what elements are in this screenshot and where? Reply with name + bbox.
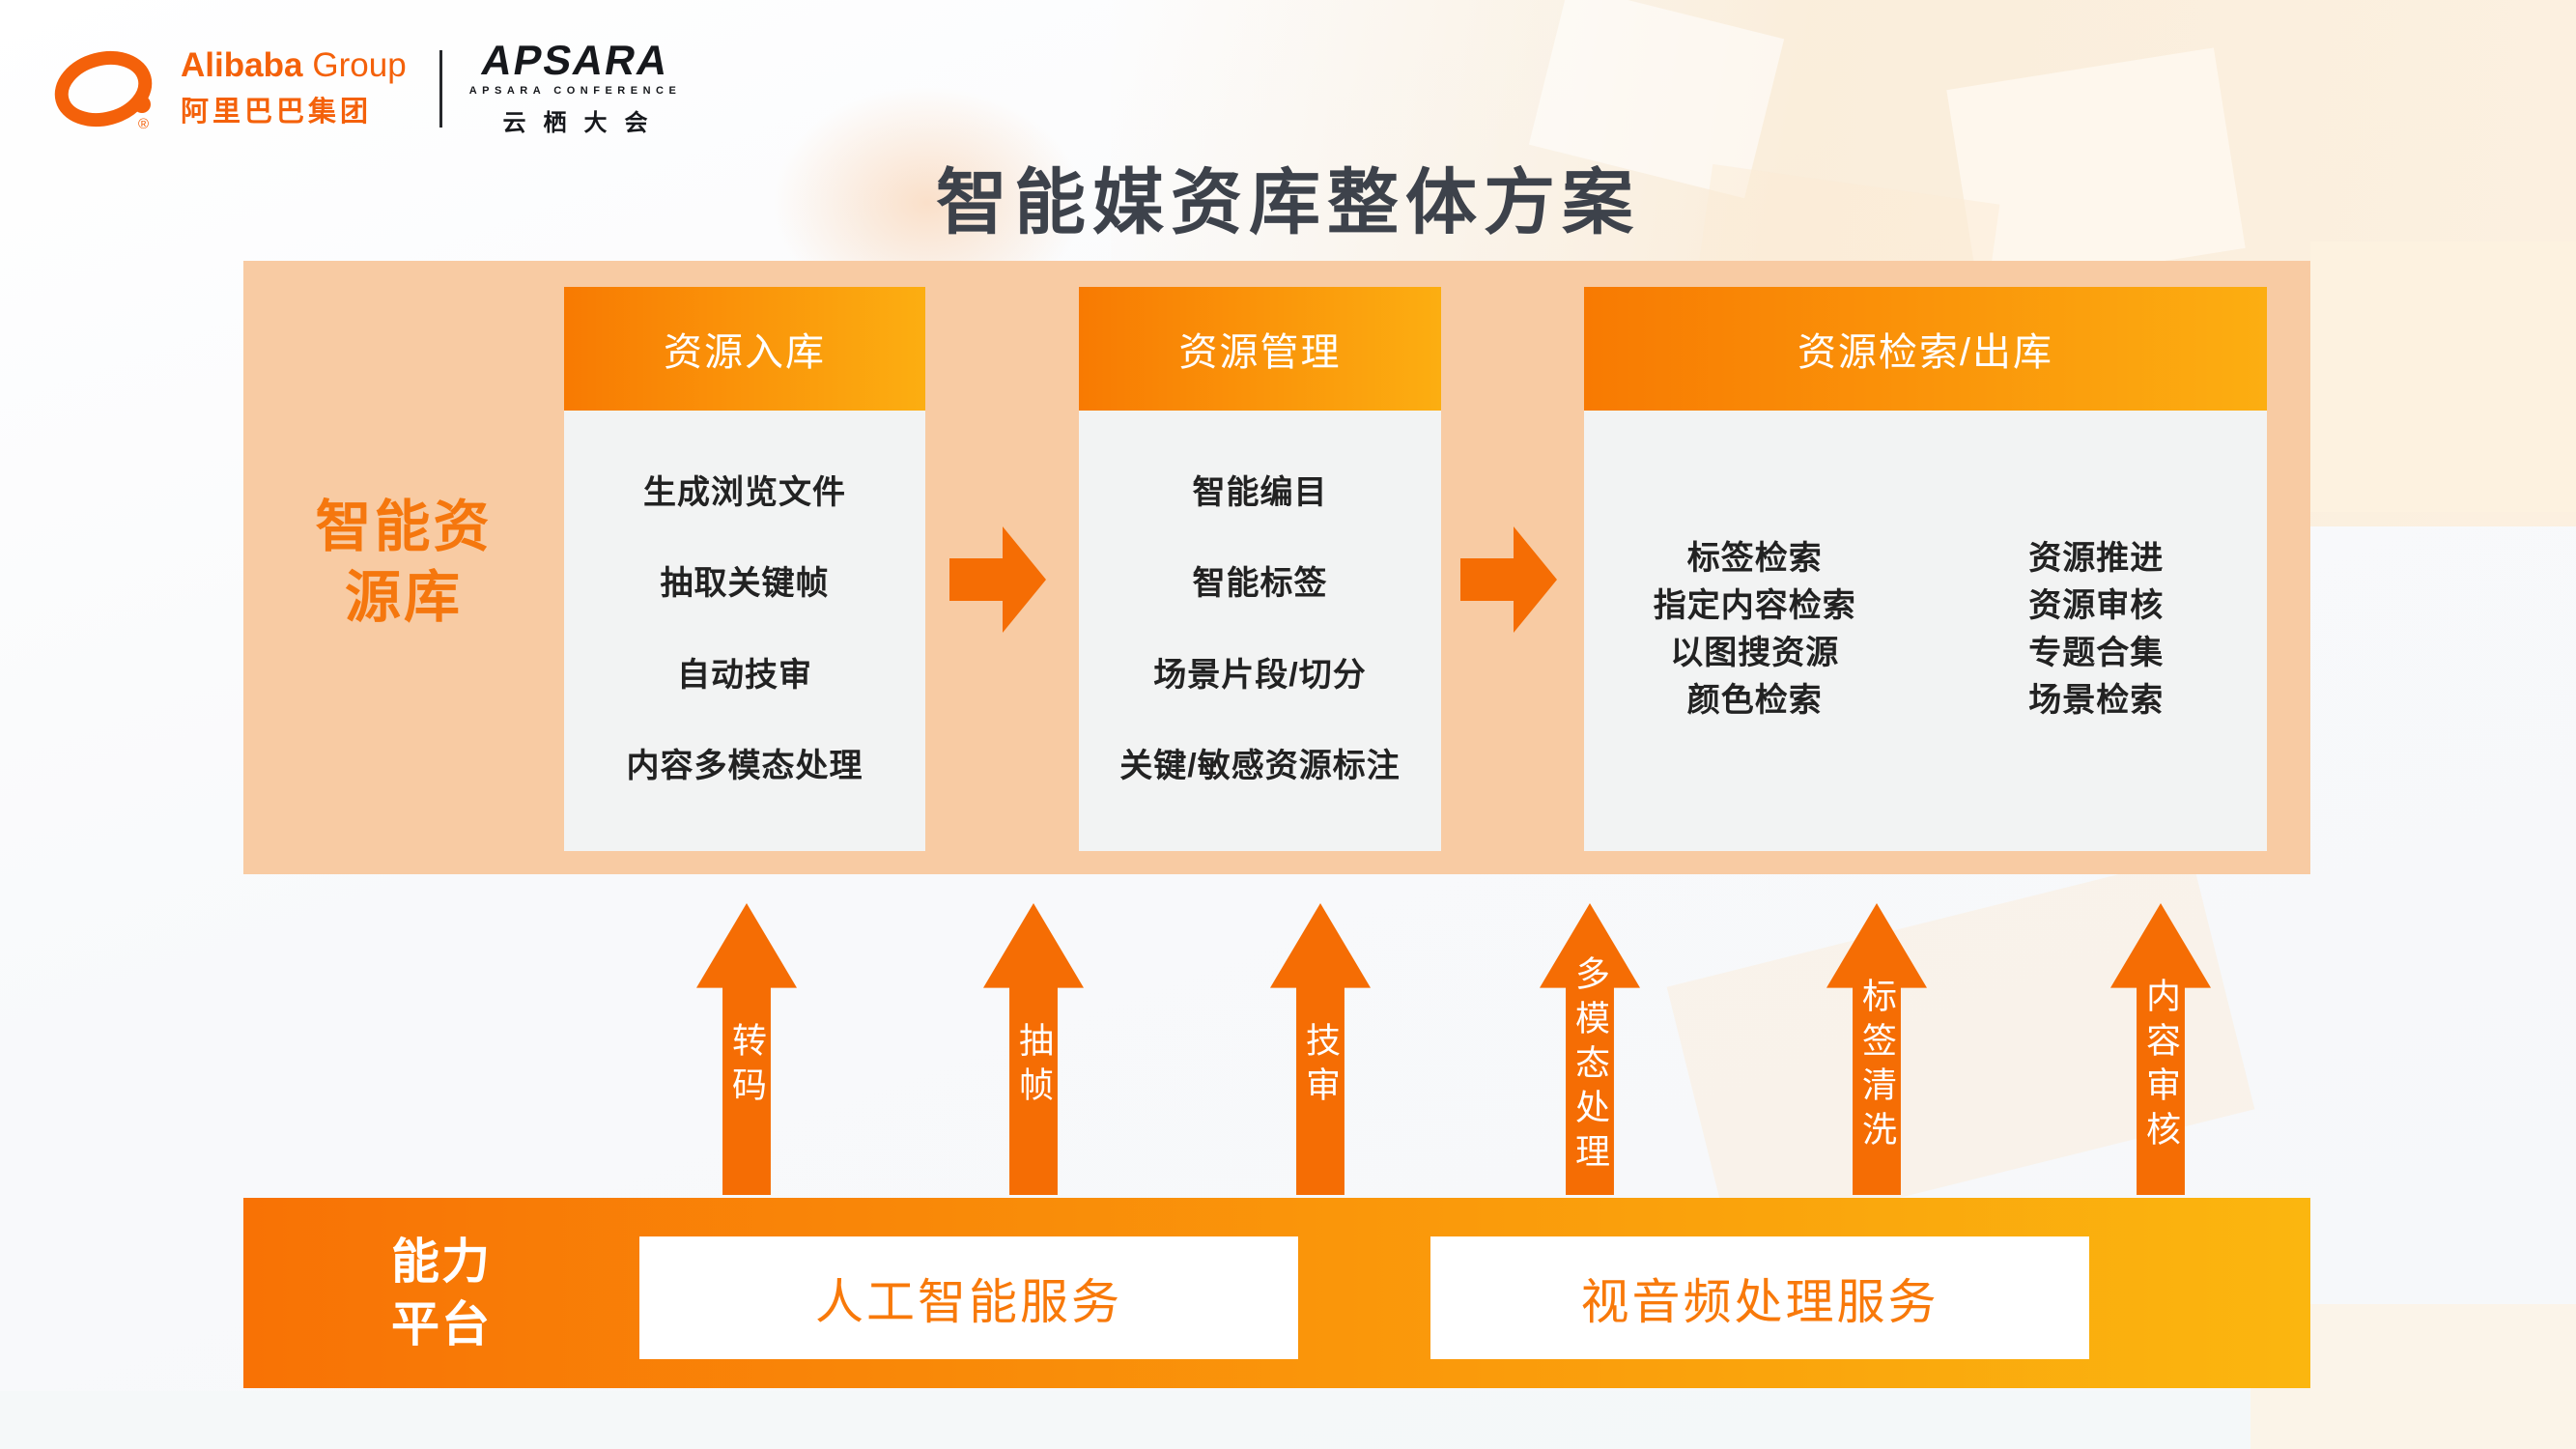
box-resource-ingest-body: 生成浏览文件 抽取关键帧 自动技审 内容多模态处理 bbox=[564, 411, 925, 851]
up-arrow-content-review: 内容审核 bbox=[2110, 903, 2211, 1195]
up-arrow-multimodal-processing-label: 多模态处理 bbox=[1571, 955, 1610, 1179]
group-text: Group bbox=[312, 45, 407, 84]
box-resource-retrieval: 资源检索/出库 标签检索 指定内容检索 以图搜资源 颜色检索 资源推进 资源审核… bbox=[1584, 287, 2267, 851]
list-item: 专题合集 bbox=[2028, 635, 2165, 671]
smart-library-label: 智能资 源库 bbox=[243, 493, 564, 633]
apsara-logo: APSARA APSARA CONFERENCE 云栖大会 bbox=[468, 38, 682, 137]
list-item: 生成浏览文件 bbox=[643, 474, 846, 512]
right-arrow-icon-1 bbox=[949, 526, 1046, 633]
smart-library-label-line2: 源库 bbox=[344, 565, 463, 629]
list-item: 关键/敏感资源标注 bbox=[1119, 747, 1401, 784]
up-arrow-frame-extraction-label: 抽帧 bbox=[1014, 1022, 1054, 1112]
list-item: 自动技审 bbox=[677, 656, 812, 694]
capability-platform-label-line2: 平台 bbox=[391, 1296, 492, 1351]
service-box-av-processing: 视音频处理服务 bbox=[1430, 1236, 2089, 1359]
apsara-conference-text: APSARA CONFERENCE bbox=[468, 85, 682, 97]
box-resource-management: 资源管理 智能编目 智能标签 场景片段/切分 关键/敏感资源标注 bbox=[1079, 287, 1441, 851]
background-shape-warm-right bbox=[2310, 242, 2576, 512]
list-item: 智能标签 bbox=[1192, 565, 1328, 603]
brand-divider bbox=[439, 50, 442, 128]
up-arrow-transcoding-label: 转码 bbox=[727, 1022, 767, 1112]
list-item: 指定内容检索 bbox=[1653, 587, 1856, 624]
smart-library-label-line1: 智能资 bbox=[315, 496, 493, 558]
list-item: 抽取关键帧 bbox=[660, 565, 830, 603]
up-arrow-tag-cleaning: 标签清洗 bbox=[1826, 903, 1927, 1195]
apsara-wordmark: APSARA bbox=[477, 38, 673, 84]
list-item: 智能编目 bbox=[1192, 474, 1328, 512]
up-arrow-multimodal-processing: 多模态处理 bbox=[1540, 903, 1640, 1195]
list-item: 内容多模态处理 bbox=[626, 747, 863, 784]
up-arrow-tech-review-label: 技审 bbox=[1301, 1022, 1341, 1112]
list-item: 标签检索 bbox=[1686, 540, 1823, 577]
alibaba-smiley-icon bbox=[54, 50, 153, 128]
up-arrow-tech-review: 技审 bbox=[1270, 903, 1371, 1195]
box-resource-management-header: 资源管理 bbox=[1079, 287, 1441, 411]
up-arrow-transcoding: 转码 bbox=[696, 903, 797, 1195]
up-arrow-tag-cleaning-label: 标签清洗 bbox=[1857, 978, 1897, 1156]
box-resource-management-body: 智能编目 智能标签 场景片段/切分 关键/敏感资源标注 bbox=[1079, 411, 1441, 851]
list-item: 资源推进 bbox=[2028, 540, 2165, 577]
right-arrow-icon-2 bbox=[1460, 526, 1557, 633]
list-item: 资源审核 bbox=[2028, 587, 2165, 624]
capability-platform-label: 能力 平台 bbox=[243, 1198, 639, 1388]
service-box-ai: 人工智能服务 bbox=[639, 1236, 1298, 1359]
alibaba-logo: ® bbox=[53, 44, 167, 133]
registered-mark: ® bbox=[138, 116, 150, 132]
up-arrow-frame-extraction: 抽帧 bbox=[983, 903, 1084, 1195]
retrieval-column-right: 资源推进 资源审核 专题合集 场景检索 bbox=[1926, 520, 2268, 742]
up-arrow-content-review-label: 内容审核 bbox=[2141, 978, 2181, 1156]
box-resource-ingest: 资源入库 生成浏览文件 抽取关键帧 自动技审 内容多模态处理 bbox=[564, 287, 925, 851]
alibaba-cn-text: 阿里巴巴集团 bbox=[181, 97, 373, 128]
alibaba-text: Alibaba bbox=[181, 45, 303, 84]
background-shape-bottom bbox=[0, 1391, 2576, 1449]
smart-library-panel: 智能资 源库 资源入库 生成浏览文件 抽取关键帧 自动技审 内容多模态处理 资源… bbox=[243, 261, 2310, 874]
box-resource-retrieval-body: 标签检索 指定内容检索 以图搜资源 颜色检索 资源推进 资源审核 专题合集 场景… bbox=[1584, 411, 2267, 851]
box-resource-retrieval-header: 资源检索/出库 bbox=[1584, 287, 2267, 411]
page-title: 智能媒资库整体方案 bbox=[936, 162, 1640, 242]
list-item: 以图搜资源 bbox=[1670, 635, 1840, 671]
list-item: 场景片段/切分 bbox=[1153, 656, 1367, 694]
retrieval-column-left: 标签检索 指定内容检索 以图搜资源 颜色检索 bbox=[1584, 520, 1926, 742]
list-item: 颜色检索 bbox=[1686, 682, 1823, 719]
list-item: 场景检索 bbox=[2028, 682, 2165, 719]
capability-platform-label-line1: 能力 bbox=[391, 1234, 492, 1289]
capability-platform-bar: 能力 平台 人工智能服务 视音频处理服务 bbox=[243, 1198, 2310, 1388]
apsara-cn-text: 云栖大会 bbox=[502, 110, 665, 136]
box-resource-ingest-header: 资源入库 bbox=[564, 287, 925, 411]
